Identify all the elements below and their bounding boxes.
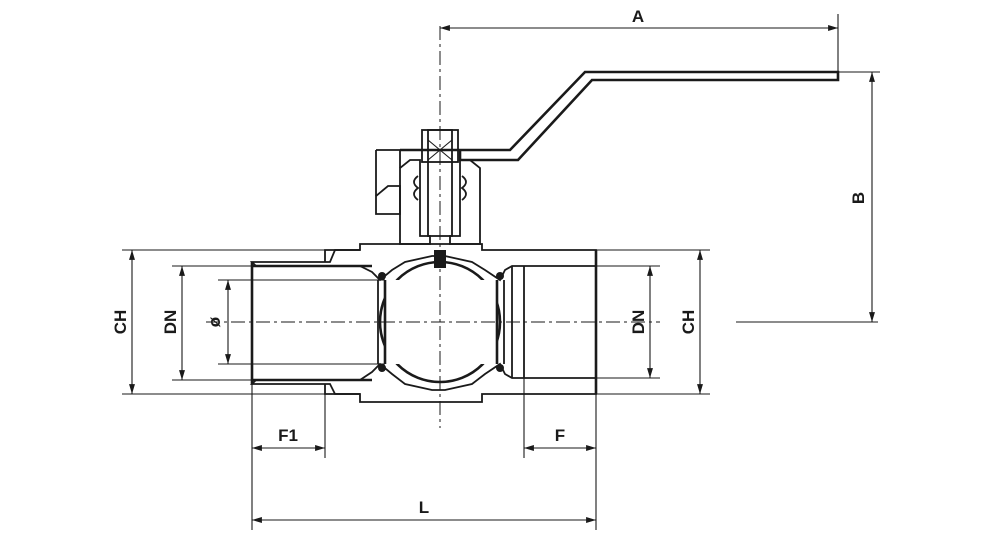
label-b: B — [849, 192, 868, 204]
oring-left — [413, 175, 420, 201]
seat-bottom-right — [496, 364, 504, 372]
label-a: A — [632, 7, 644, 26]
label-ch-left: CH — [111, 310, 130, 335]
centerlines — [206, 26, 878, 428]
label-f1: F1 — [278, 426, 298, 445]
label-dn-right: DN — [629, 310, 648, 335]
seat-top-right — [496, 272, 504, 280]
label-l: L — [419, 498, 429, 517]
label-dn-left: DN — [161, 310, 180, 335]
dimension-lines — [122, 14, 880, 530]
label-f: F — [555, 426, 565, 445]
stop-lug — [375, 185, 401, 215]
dimension-labels: A B CH DN ø DN CH F1 F L — [111, 7, 868, 517]
upper-wall-section — [249, 243, 597, 282]
valve-body — [249, 243, 598, 403]
lower-wall-section — [249, 362, 597, 403]
bonnet-left — [399, 159, 431, 245]
oring-right — [460, 175, 467, 201]
bonnet-right — [449, 159, 481, 245]
label-ch-right: CH — [679, 310, 698, 335]
label-phi: ø — [205, 316, 224, 327]
handle-lever — [400, 70, 840, 162]
seat-top-left — [378, 272, 386, 280]
seat-bottom-left — [378, 364, 386, 372]
